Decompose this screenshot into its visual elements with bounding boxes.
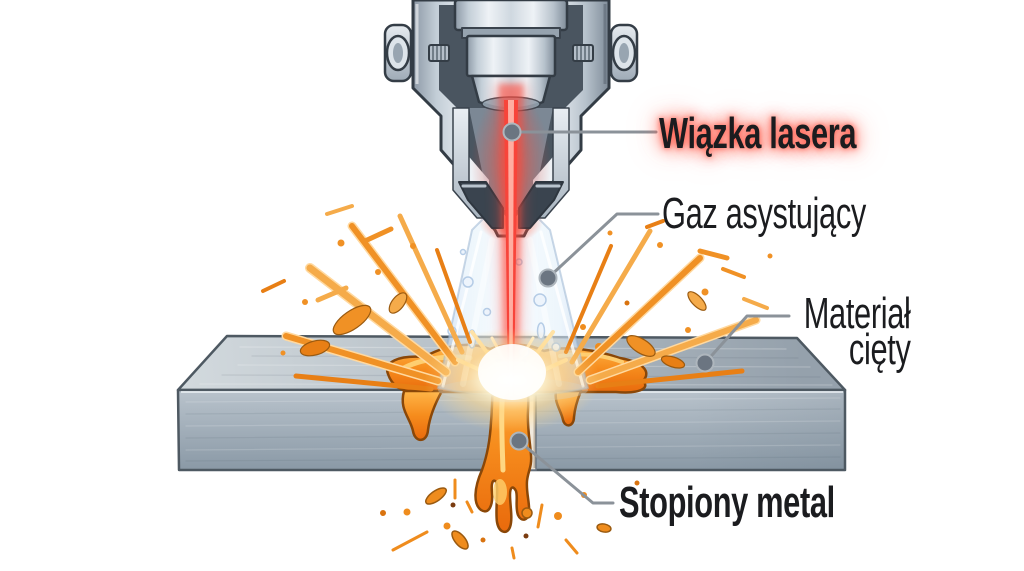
leader-dot-assist-gas [538, 268, 558, 288]
label-cut-material: Materiał cięty [803, 289, 910, 374]
laser-beam-center [508, 100, 514, 396]
side-bolt-left [383, 23, 413, 83]
side-bolt-right [609, 23, 639, 83]
set-screw-right [572, 44, 594, 62]
leader-dot-molten-metal [509, 431, 529, 451]
molten-blob-highlight [493, 479, 507, 505]
spark-dots [280, 230, 773, 356]
leader-dot-cut-material [695, 353, 715, 373]
leader-assist-gas [546, 212, 660, 280]
impact-glow [424, 328, 600, 432]
laser-beam [494, 84, 528, 398]
leader-cut-material [703, 314, 791, 365]
label-molten-metal: Stopiony metal [619, 478, 835, 527]
leader-lines [502, 122, 791, 505]
label-laser-beam: Wiązka lasera [659, 109, 857, 158]
leader-dot-laser-beam [502, 122, 522, 142]
label-assist-gas: Gaz asystujący [662, 189, 866, 238]
set-screw-left [428, 44, 450, 62]
leader-molten-metal [517, 439, 615, 505]
plate-front-right-shading [690, 391, 844, 469]
label-cut-material-line1: Materiał [803, 289, 910, 338]
label-cut-material-line2: cięty [848, 325, 910, 374]
spark-splashes [299, 291, 707, 369]
